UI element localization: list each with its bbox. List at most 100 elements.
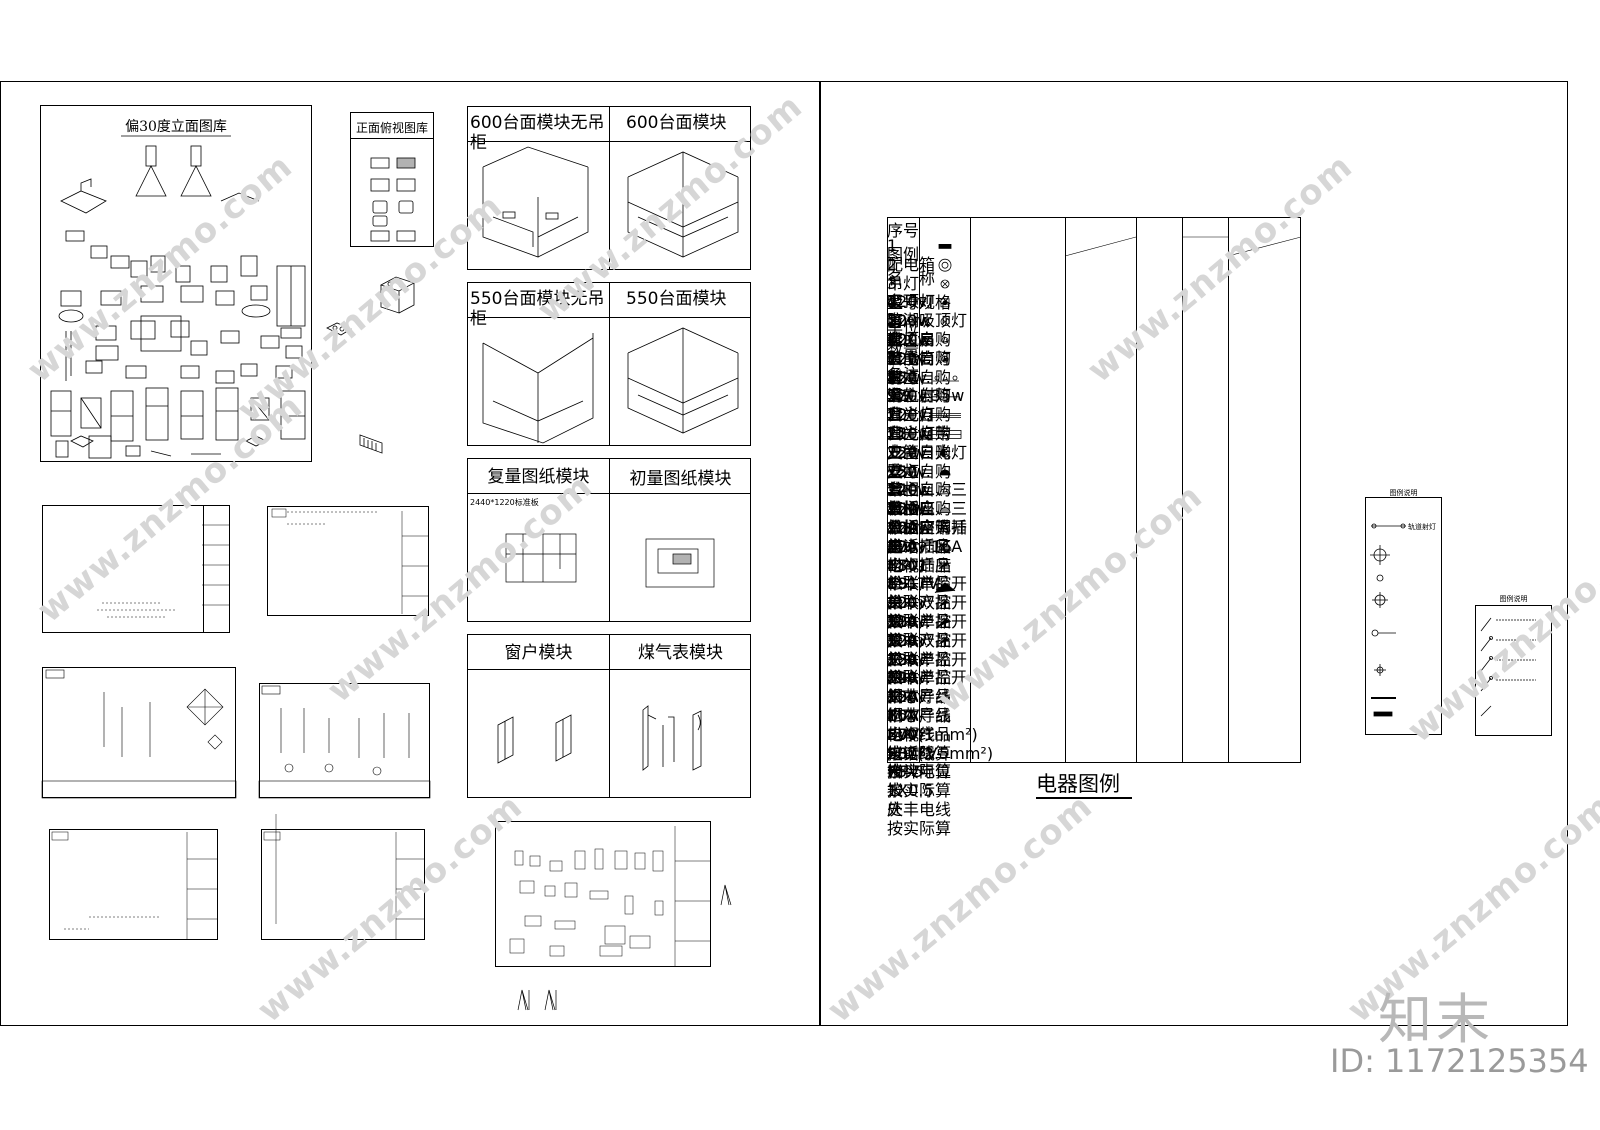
elevation-library-panel: 偏30度立面图库 xyxy=(40,105,312,462)
header-remark: 备注 xyxy=(887,365,920,384)
cell-no: 15 xyxy=(887,499,908,519)
legend-box-1-symbols xyxy=(1370,523,1406,717)
cell-no: 17 xyxy=(887,536,908,556)
cell-name: 双联单控开关 xyxy=(887,611,968,650)
cell-unit: 支 xyxy=(887,461,904,481)
cell-no: 22 xyxy=(887,630,908,650)
sheet-thumbnail-5 xyxy=(49,829,218,940)
legend-box-2: 图例说明 xyxy=(1475,595,1552,736)
front-top-library-drawings xyxy=(370,157,416,242)
cell-unit: 个 xyxy=(887,536,904,556)
cell-unit: 个 xyxy=(887,517,904,537)
cell-unit: 套 xyxy=(887,311,904,331)
cell-name: 吸顶灯 xyxy=(887,292,936,312)
cell-unit: 支 xyxy=(887,442,904,462)
cell-no: 21 xyxy=(887,611,908,631)
legend-box-2-title: 图例说明 xyxy=(1499,595,1528,603)
cell-unit: 套 xyxy=(887,405,904,425)
curtain-icons xyxy=(517,989,557,1011)
module-550-panel: 550台面模块无吊柜 550台面模块 xyxy=(467,282,751,446)
cell-unit: 个 xyxy=(887,649,904,669)
cell-no: 23 xyxy=(887,649,908,669)
cell-no: 9 xyxy=(887,386,898,406)
cell-spec: BVV-500(1mm²) xyxy=(887,705,978,744)
front-top-library-title: 正面俯视图库 xyxy=(355,121,428,135)
watermark-id: ID: 1172125354 xyxy=(1330,1042,1589,1080)
sheet-thumbnail-2-content xyxy=(271,508,429,614)
cell-unit: 套 xyxy=(887,423,904,443)
initial-measure-module-title: 初量图纸模块 xyxy=(629,469,732,489)
cell-unit: 个 xyxy=(887,705,904,725)
sheet-thumbnail-1 xyxy=(42,505,230,633)
header-name: 名 称 xyxy=(887,269,936,288)
cell-name: 电话线 xyxy=(887,743,936,763)
sheet-thumbnail-4 xyxy=(259,683,430,798)
module-600-title: 600台面模块 xyxy=(626,113,727,133)
legend-box-1-first-item: 轨道射灯 xyxy=(1408,523,1436,531)
elevation-library-title: 偏30度立面图库 xyxy=(125,119,227,135)
sheet-thumbnail-3 xyxy=(42,667,236,798)
cell-spec: 220v.16A xyxy=(887,536,963,556)
cell-no: 10 xyxy=(887,405,908,425)
cell-name: 合计电位 xyxy=(887,762,952,782)
cell-unit: 个 xyxy=(887,574,904,594)
sheet-thumbnail-6 xyxy=(261,829,425,940)
cell-unit: 个 xyxy=(887,687,904,707)
sheet-thumbnail-1-content xyxy=(97,524,230,618)
cell-name: 单相空调插座 xyxy=(887,517,968,556)
electrical-table-frame xyxy=(887,217,1301,763)
cell-unit: 米 xyxy=(887,743,904,763)
cell-no: 20 xyxy=(887,593,908,613)
module-600-no-wall-title: 600台面模块无吊柜 xyxy=(470,113,605,153)
drawing-module-panel: 复量图纸模块 初量图纸模块 2440*1220标准板 xyxy=(467,458,751,622)
module-550-title: 550台面模块 xyxy=(626,289,727,309)
cabinet-handle-drawing xyxy=(359,434,383,454)
cell-remark: 按实际算 xyxy=(887,762,952,782)
cell-spec: 220v.35w xyxy=(887,386,965,406)
cell-name: 壁灯 xyxy=(887,461,920,481)
header-legend: 图例 xyxy=(887,245,920,264)
table-slash-lines xyxy=(1064,236,1302,257)
cell-name: 单相二、三极插座 xyxy=(887,480,968,519)
header-unit: 单位 xyxy=(887,317,920,336)
cell-spec: BS1TV. xyxy=(887,574,942,594)
cell-name: 射灯 xyxy=(887,367,920,387)
cell-unit: 套 xyxy=(887,480,904,500)
elevation-library-drawings xyxy=(50,135,306,459)
legend-box-1: 图例说明 轨道射灯 xyxy=(1365,489,1442,735)
cell-unit: 个 xyxy=(887,593,904,613)
cell-no: 24 xyxy=(887,668,908,688)
legend-box-2-symbols xyxy=(1480,617,1536,717)
cell-spec: BT01 xyxy=(887,555,929,575)
cell-no: 2 xyxy=(887,254,898,274)
cell-no: 25 xyxy=(887,687,908,707)
board-note: 2440*1220标准板 xyxy=(470,498,539,507)
drawing-module-drawings xyxy=(505,533,715,588)
window-gas-module-drawings xyxy=(497,705,702,771)
cell-unit: 个 xyxy=(887,611,904,631)
cell-no: 11 xyxy=(887,423,908,443)
sheet-thumbnail-7-content xyxy=(509,826,711,967)
cell-name: 排风扇 xyxy=(887,329,936,349)
cell-unit: 套 xyxy=(887,348,904,368)
cell-unit: 米 xyxy=(887,781,904,801)
cell-spec: SBYFV-75-5 xyxy=(887,743,943,782)
cell-unit: 套 xyxy=(887,499,904,519)
cell-name: 配电箱 xyxy=(887,254,936,274)
front-top-library-panel: 正面俯视图库 xyxy=(350,112,434,247)
cell-name: 电视线 xyxy=(887,724,936,744)
header-no: 序号 xyxy=(887,221,920,240)
cell-unit: 个 xyxy=(887,630,904,650)
window-gas-module-panel: 窗户模块 煤气表模块 xyxy=(467,634,751,798)
cell-name: 日光灯 xyxy=(887,405,936,425)
sink-cabinet-drawing xyxy=(379,276,416,314)
cell-name: 三联单控开关 xyxy=(887,649,968,688)
cell-unit: 套 xyxy=(887,329,904,349)
